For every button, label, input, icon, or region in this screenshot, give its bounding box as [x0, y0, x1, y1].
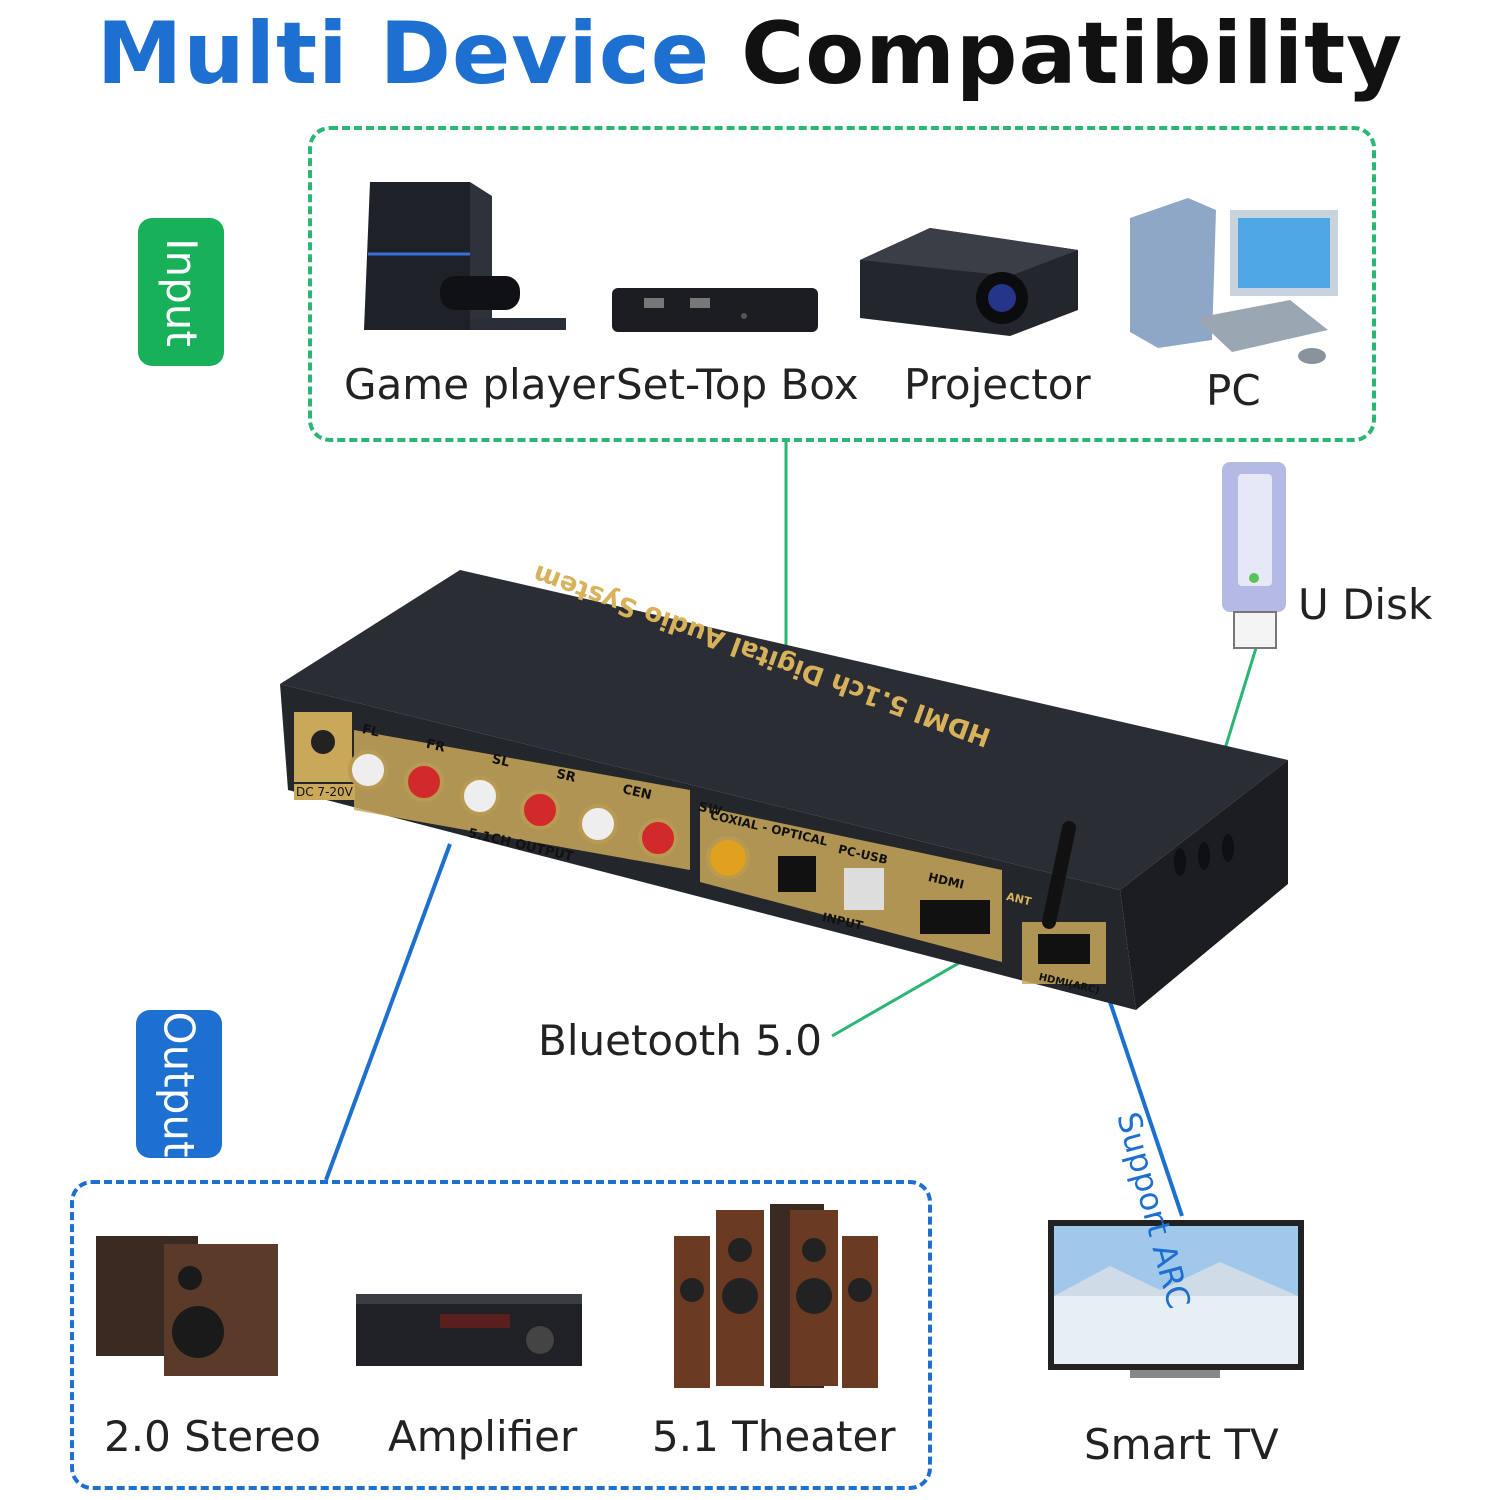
pc-icon	[1130, 198, 1338, 364]
set-top-box-icon	[612, 288, 818, 332]
output-connector-line	[324, 843, 452, 1181]
udisk-connector-line	[1222, 647, 1258, 753]
tv-icon	[1048, 1220, 1304, 1378]
antenna	[1042, 821, 1076, 929]
title-part-1: Multi Device	[96, 4, 711, 104]
stereo-label: 2.0 Stereo	[104, 1412, 321, 1461]
projector-label: Projector	[904, 360, 1091, 409]
usb-drive-icon	[1222, 462, 1286, 649]
output-devices-box	[70, 1180, 932, 1490]
amplifier-icon	[356, 1294, 582, 1366]
stereo-speakers-icon	[96, 1236, 278, 1376]
game-player-label: Game player	[344, 360, 615, 409]
smart-tv-label: Smart TV	[1084, 1420, 1279, 1469]
theater-speakers-icon	[674, 1204, 878, 1388]
title-part-2: Compatibility	[741, 4, 1404, 104]
pc-label: PC	[1206, 366, 1261, 415]
amplifier-label: Amplifier	[388, 1412, 578, 1461]
game-console-icon	[364, 182, 566, 330]
bluetooth-label: Bluetooth 5.0	[538, 1016, 823, 1065]
power-label: DC 7-20V	[294, 784, 355, 800]
page-title: Multi Device Compatibility	[0, 4, 1500, 104]
output-tag: Output	[136, 1010, 222, 1158]
input-devices-box	[308, 126, 1376, 442]
input-tag: Input	[138, 218, 224, 366]
audio-system-device	[280, 570, 1288, 1010]
set-top-box-label: Set-Top Box	[616, 360, 859, 409]
tv-connector-line	[1102, 983, 1184, 1217]
projector-icon	[860, 228, 1078, 336]
theater-label: 5.1 Theater	[652, 1412, 896, 1461]
udisk-label: U Disk	[1298, 580, 1433, 629]
